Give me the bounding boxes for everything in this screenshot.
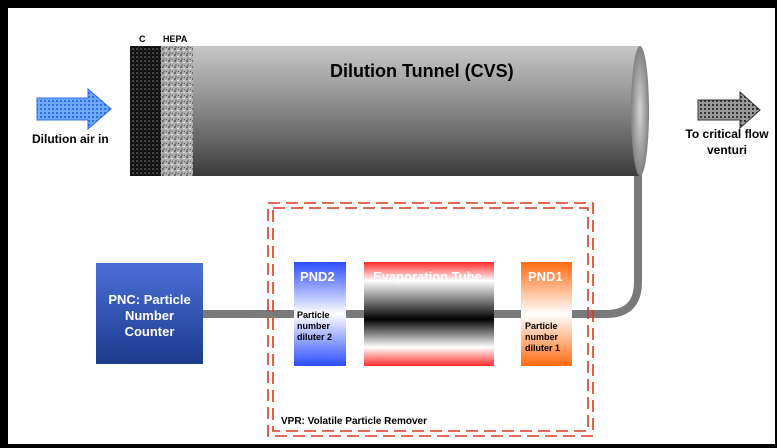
outlet-label-line1: To critical flow (685, 127, 769, 141)
dilution-tunnel-end (631, 46, 649, 176)
hepa-filter-label: HEPA (163, 34, 188, 44)
pnd2-desc-line2: number (297, 321, 331, 331)
evaporation-tube-title: Evaporation Tube (373, 269, 482, 284)
pnd2-desc-line3: diluter 2 (297, 332, 333, 342)
tunnel-title: Dilution Tunnel (CVS) (330, 61, 514, 81)
inlet-arrow-icon (36, 87, 112, 131)
pnc-label: PNC: Particle Number Counter (96, 292, 203, 340)
pnd1-desc-line1: Particle (525, 321, 558, 331)
pnd1-desc-line2: number (525, 332, 559, 342)
pnd2-desc-line1: Particle (297, 310, 330, 320)
inlet-label: Dilution air in (32, 132, 109, 146)
pnd2-description: Particle number diluter 2 (297, 310, 332, 343)
pnd1-description: Particle number diluter 1 (525, 321, 560, 354)
dilution-tunnel (130, 46, 640, 176)
vpr-label: VPR: Volatile Particle Remover (281, 416, 427, 427)
pnd1-desc-line3: diluter 1 (525, 343, 561, 353)
pnd2-box (294, 262, 346, 366)
carbon-filter-label: C (139, 34, 146, 44)
vpr-boundary (267, 202, 594, 437)
pnd2-title: PND2 (300, 269, 335, 284)
pnd1-title: PND1 (528, 269, 563, 284)
outlet-arrow-icon (697, 90, 761, 130)
hepa-filter (161, 46, 193, 176)
carbon-filter (130, 46, 161, 176)
evaporation-tube (364, 262, 494, 366)
pnc-label-line2: Number (124, 308, 175, 323)
pnc-box (96, 263, 203, 364)
outlet-label-line2: venturi (706, 143, 747, 157)
pnc-label-line1: PNC: Particle (108, 292, 191, 307)
outlet-label: To critical flow venturi (674, 126, 777, 158)
pnc-label-line3: Counter (124, 324, 175, 339)
pnd1-box (521, 262, 572, 366)
